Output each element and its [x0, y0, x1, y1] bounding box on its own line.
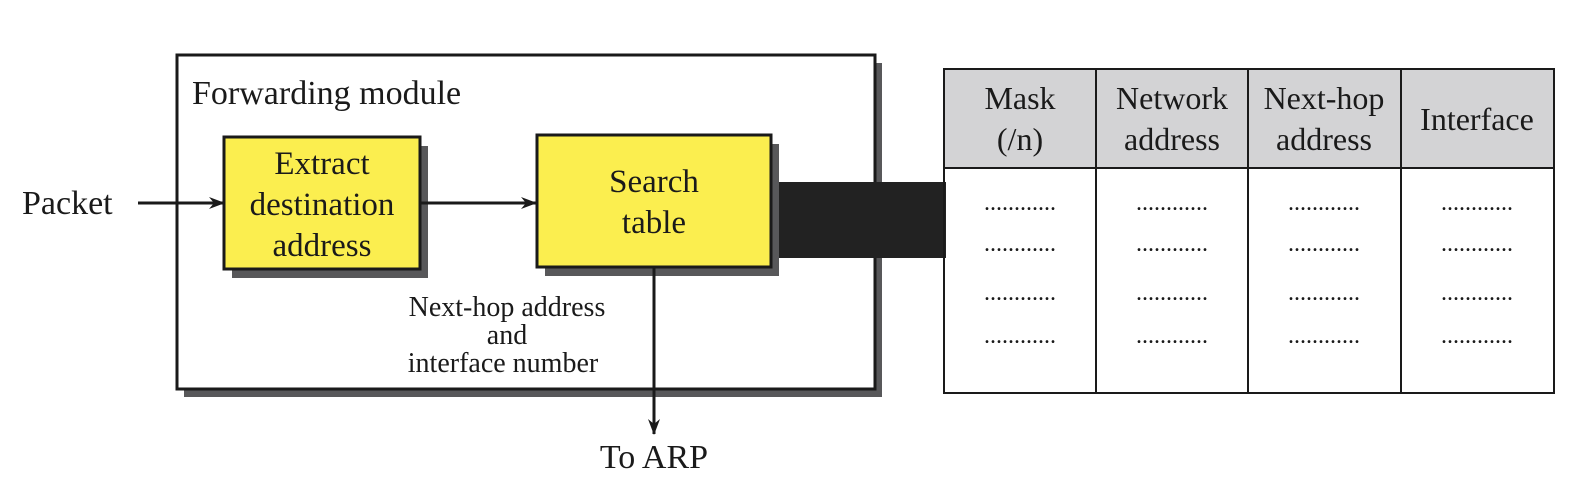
table-cell: ............ [1288, 190, 1360, 216]
table-cell: ............ [984, 280, 1056, 306]
extract-line-3: address [273, 228, 372, 264]
table-cell: ............ [1136, 280, 1208, 306]
header-network-line-1: Network [1116, 80, 1228, 116]
search-table-box [535, 133, 773, 269]
header-network-line-2: address [1124, 121, 1220, 157]
result-line-3: interface number [408, 348, 599, 379]
result-line-2: and [487, 320, 527, 351]
table-cell: ............ [984, 231, 1056, 257]
search-line-2: table [622, 205, 686, 241]
table-cell: ............ [1136, 190, 1208, 216]
to-arp-label: To ARP [600, 439, 708, 476]
table-cell: ............ [1441, 231, 1513, 257]
extract-destination-box [222, 135, 422, 271]
routing-table: Mask (/n) Network address Next-hop addre… [943, 68, 1555, 394]
table-connector [770, 182, 946, 258]
packet-label: Packet [22, 185, 113, 222]
table-cell: ............ [1441, 280, 1513, 306]
module-title: Forwarding module [192, 75, 461, 112]
table-cell: ............ [1288, 280, 1360, 306]
table-cell: ............ [1441, 190, 1513, 216]
extract-line-1: Extract [274, 146, 369, 182]
search-line-1: Search [609, 164, 699, 200]
table-cell: ............ [1441, 323, 1513, 349]
table-cell: ............ [984, 323, 1056, 349]
header-nexthop-line-2: address [1276, 121, 1372, 157]
table-cell: ............ [1136, 323, 1208, 349]
header-mask-line-2: (/n) [997, 121, 1043, 157]
result-line-1: Next-hop address [409, 292, 606, 323]
table-cell: ............ [1288, 323, 1360, 349]
extract-line-2: destination [250, 187, 395, 223]
table-cell: ............ [1136, 231, 1208, 257]
header-interface: Interface [1420, 101, 1534, 137]
header-nexthop-line-1: Next-hop [1264, 80, 1385, 116]
header-mask-line-1: Mask [984, 80, 1055, 116]
table-cell: ............ [1288, 231, 1360, 257]
table-cell: ............ [984, 190, 1056, 216]
